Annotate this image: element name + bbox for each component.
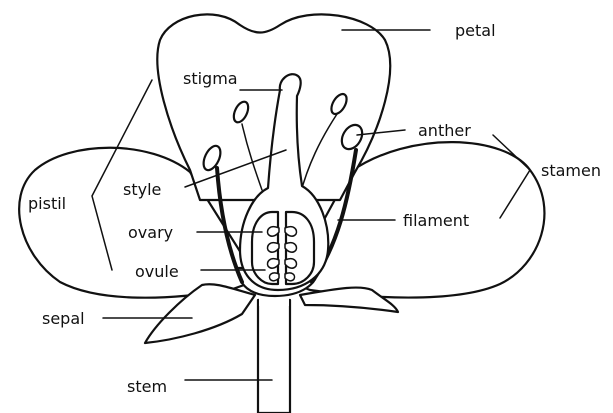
label-stigma: stigma [183,69,238,88]
stem [258,300,290,413]
label-ovary: ovary [128,223,173,242]
label-pistil: pistil [28,194,66,213]
label-style: style [123,180,161,199]
label-petal: petal [455,21,496,40]
label-anther: anther [418,121,471,140]
stem-join [259,296,289,306]
label-stamen: stamen [541,161,601,180]
label-ovule: ovule [135,262,179,281]
label-sepal: sepal [42,309,85,328]
label-filament: filament [403,211,469,230]
label-stem: stem [127,377,167,396]
